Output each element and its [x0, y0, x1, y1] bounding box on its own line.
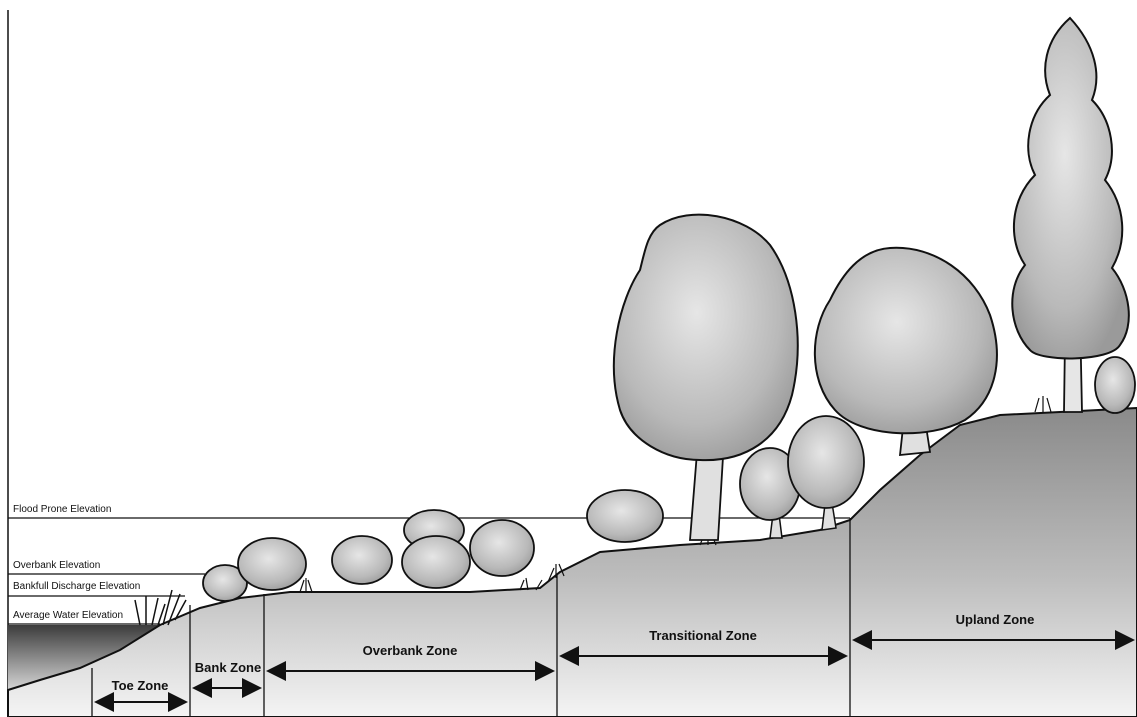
round-crowned-tree	[813, 246, 998, 457]
tall-conifer-tree	[1011, 16, 1130, 413]
upland-zone-label: Upland Zone	[956, 612, 1035, 627]
overbank-elevation-label: Overbank Elevation	[13, 560, 100, 571]
shrubs-illustration	[202, 489, 664, 602]
overbank-zone-label: Overbank Zone	[363, 643, 458, 658]
bank-zone-label: Bank Zone	[195, 660, 261, 675]
ground-profile	[7, 406, 1137, 717]
small-trees	[739, 415, 865, 539]
flood-prone-label: Flood Prone Elevation	[13, 504, 111, 515]
reeds-illustration	[134, 589, 187, 626]
large-deciduous-tree	[612, 213, 799, 541]
water-body	[8, 625, 160, 690]
average-water-label: Average Water Elevation	[13, 610, 123, 621]
upland-shrub	[1094, 356, 1136, 414]
bankfull-label: Bankfull Discharge Elevation	[13, 581, 140, 592]
toe-zone-label: Toe Zone	[112, 678, 169, 693]
transitional-zone-label: Transitional Zone	[649, 628, 757, 643]
